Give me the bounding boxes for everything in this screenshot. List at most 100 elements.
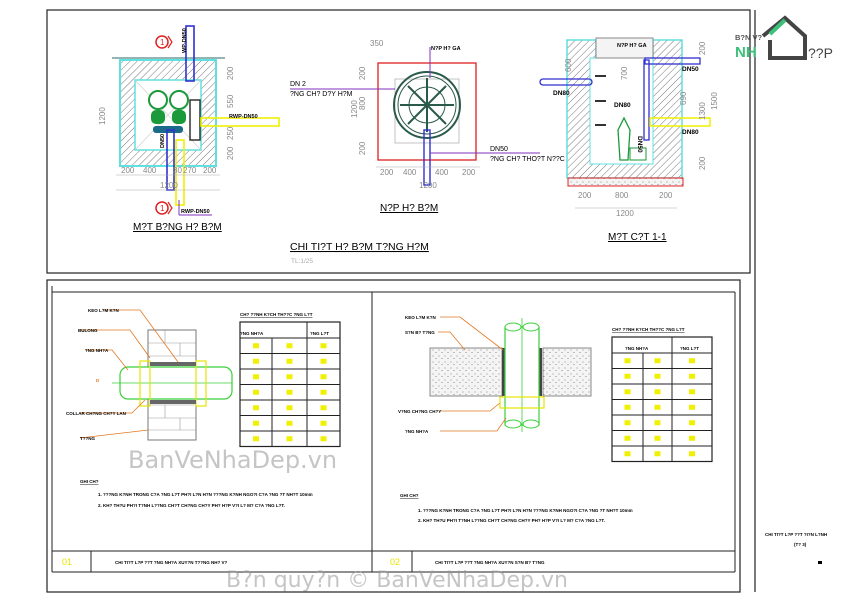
table-cell-value [624,404,631,410]
table-cell-value [689,404,695,410]
dim: 1200 [419,181,437,190]
table-cell-value [320,343,327,349]
dim: 200 [462,168,476,177]
liner-size-table [239,321,341,448]
logo-text: ??P [808,45,833,61]
dim: 400 [435,168,449,177]
dn50-vertical-label: DN50 [160,134,166,148]
title-block: CHI TI?T L?P ??T ?I?N L?NH (T? 3) [765,532,827,564]
table-cell-value [689,420,695,426]
table-cell-value [286,374,293,380]
table-cell-value [689,435,695,441]
dim: 800 [358,96,367,110]
table-cell-value [624,358,631,364]
table-cell-value [253,420,259,426]
table-header: ?NG L?T [680,346,699,351]
table-cell-value [689,358,695,364]
table-cell-value [624,435,631,441]
wp-top-label: WP-DN50 [182,28,188,53]
table-cell-value [654,435,661,441]
table-cell-value [286,420,293,426]
dim: 200 [358,66,367,80]
table-cell-value [253,389,259,395]
pump-pit-section: N?P H? GA DN50 DN80 DN80 DN80 DN50 200 7… [539,37,719,243]
callout-label: KEO L?M K?N [405,315,436,320]
dim: 700 [620,66,629,80]
dim: 200 [226,146,235,160]
note-line: 1. ???NG K?NH TRONG C?A ?NG L?T PH?I L?N… [98,492,313,497]
dim: 250 [226,126,235,140]
rwp-right-label: RWP-DN50 [229,114,258,120]
callout-label: ?NG NH?A [405,429,429,434]
section-cover-label: N?P H? GA [617,43,647,49]
table-title: CH? ??NH K?CH TH??C ?NG L?T [612,327,685,332]
dim: 200 [121,166,135,175]
dim: 1300 [698,102,707,120]
sheet-frame [46,9,756,593]
pipe-label: DN80 [614,102,631,109]
callout-label: S?N B? T?NG [405,330,435,335]
cover-label: N?P H? GA [431,46,461,52]
table-cell-value [286,405,293,411]
pipe-label: DN50 [682,66,699,73]
table-header: ?NG L?T [310,331,329,336]
table-cell-value [320,420,327,426]
table-cell-value [286,358,293,364]
section-mark-number: 1 [160,204,165,213]
dim: 1200 [350,100,359,118]
notes-title: GHI CH? [80,479,99,484]
plan-title: M?T B?NG H? B?M [133,222,222,233]
table-cell-value [624,451,631,457]
section-title: M?T C?T 1-1 [608,232,667,243]
table-cell-value [654,404,661,410]
pipe1-desc: ?NG CH? D?Y H?M [290,91,353,98]
dim: 200 [226,66,235,80]
note-line: 1. ???NG K?NH TRONG C?A ?NG L?T PH?I L?N… [418,508,633,513]
dim: 690 [679,91,688,105]
table-cell-value [253,358,259,364]
table-cell-value [286,436,293,442]
table-cell-value [654,373,661,379]
dim: 200 [203,166,217,175]
dim-label: D [96,378,100,383]
table-cell-value [286,389,293,395]
table-cell-value [320,405,327,411]
drain-pipe-desc: ?NG CH? THO?T N??C [490,156,565,163]
rwp-bottom-label: RWP-DN50 [181,209,210,215]
dim: 1500 [710,92,719,110]
table-cell-value [253,436,259,442]
detail-caption: CHI TI?T L?P ??T ?NG NH?A XUY?N T??NG NH… [115,560,227,565]
detail-caption: CHI TI?T L?P ??T ?NG NH?A XUY?N S?N B? T… [435,560,545,565]
callout-label: KEO L?M K?N [88,308,119,313]
table-cell-value [253,374,259,380]
detail-01-wall-penetration: KEO L?M K?N BULONG ?NG NH?A COLLAR CH?NG… [62,308,341,567]
table-title: CH? ??NH K?CH TH??C ?NG L?T [240,312,313,317]
detail-number: 01 [62,557,72,567]
section-mark-number: 1 [160,38,165,47]
table-cell-value [286,343,293,349]
section-mark-top: 1 [155,35,173,49]
dim: 200 [380,168,394,177]
callout-label: ?NG NH?A [85,348,109,353]
pipe-label: DN50 [636,136,643,153]
sheet-title: CHI TI?T L?P ??T ?I?N L?NH [765,532,827,537]
watermark-top: BanVeNhaDep.vn [128,446,337,474]
pump-icon [148,90,189,133]
dim: 270 [183,166,197,175]
dim: 200 [698,156,707,170]
main-title: CHI TI?T H? B?M T?NG H?M [290,241,429,253]
dim: 400 [143,166,157,175]
table-cell-value [320,374,327,380]
drain-pipe-label: DN50 [490,146,508,153]
notes-title: GHI CH? [400,493,419,498]
dim: 600 [564,58,573,72]
callout-label: V?NG CH?NG CH?Y [398,409,441,414]
note-line: 2. KH? TH?U PH?I T?NH L??NG CH?T CH?NG C… [98,503,285,508]
table-header: ?NG NH?A [625,346,649,351]
table-cell-value [320,389,327,395]
note-line: 2. KH? TH?U PH?I T?NH L??NG CH?T CH?NG C… [418,518,605,523]
dim: 200 [659,191,673,200]
dim: 350 [370,39,384,48]
watermark-bottom: B?n quy?n © BanVeNhaDep.vn [226,568,568,593]
